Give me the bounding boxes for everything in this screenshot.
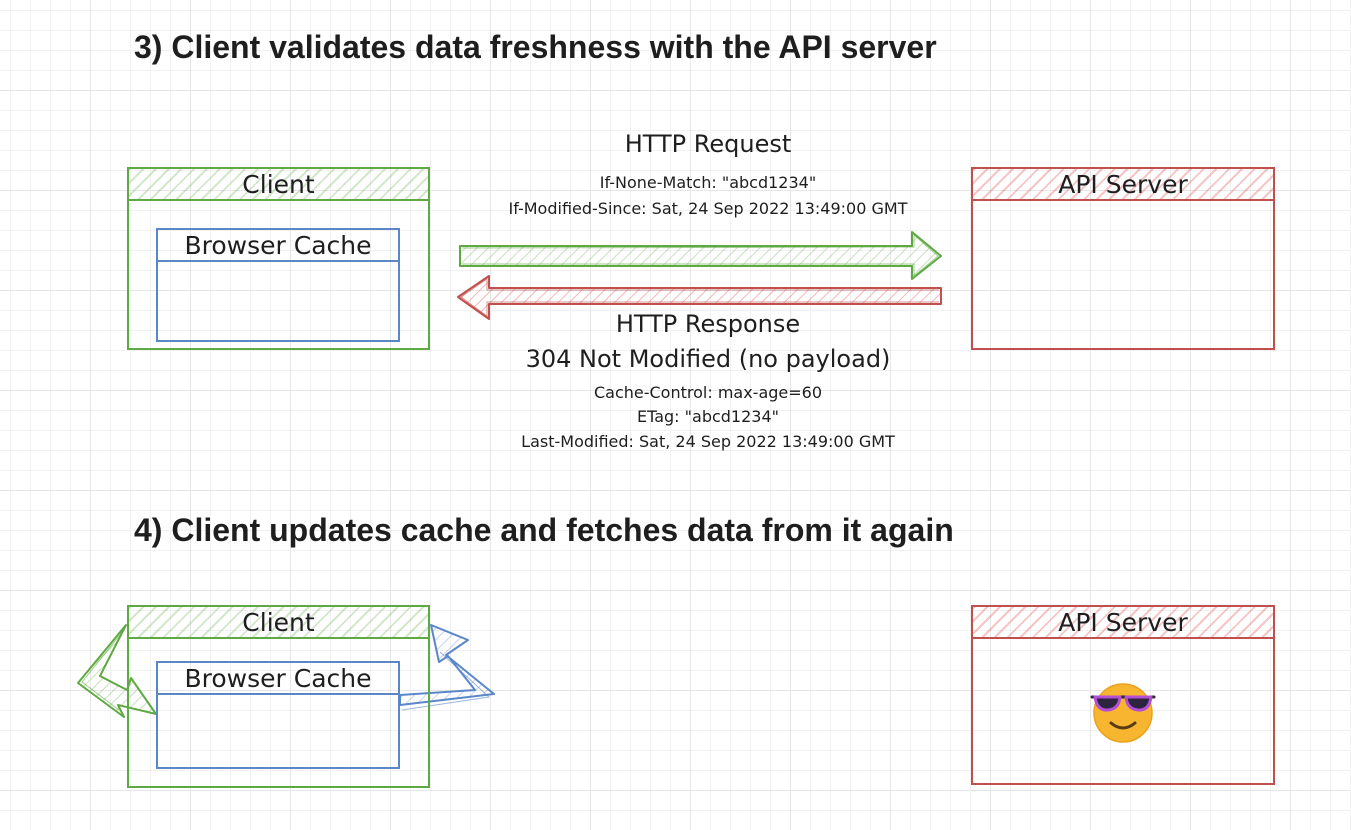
if-none-match-header: If-None-Match: "abcd1234" bbox=[599, 173, 817, 192]
response-arrow bbox=[457, 275, 942, 320]
api-server-box: API Server bbox=[971, 167, 1275, 350]
cache-update-arrow bbox=[399, 624, 495, 711]
api-server-title: API Server bbox=[973, 169, 1273, 201]
api-server-title: API Server bbox=[973, 607, 1273, 639]
sunglasses-face-icon bbox=[1090, 683, 1156, 743]
browser-cache-title: Browser Cache bbox=[158, 230, 398, 262]
http-response-title: HTTP Response bbox=[615, 310, 801, 338]
cache-control-header: Cache-Control: max-age=60 bbox=[593, 383, 823, 402]
api-server-box: API Server bbox=[971, 605, 1275, 785]
request-arrow bbox=[459, 231, 942, 280]
browser-cache-box: Browser Cache bbox=[156, 228, 400, 342]
response-status: 304 Not Modified (no payload) bbox=[525, 345, 891, 373]
client-title: Client bbox=[129, 607, 428, 639]
client-box: Client bbox=[127, 605, 430, 788]
client-box: Client bbox=[127, 167, 430, 350]
section-4-heading: 4) Client updates cache and fetches data… bbox=[134, 512, 954, 548]
etag-header: ETag: "abcd1234" bbox=[636, 407, 780, 426]
section-3-heading: 3) Client validates data freshness with … bbox=[134, 29, 937, 65]
browser-cache-title: Browser Cache bbox=[158, 663, 398, 695]
http-request-title: HTTP Request bbox=[624, 130, 792, 158]
client-title: Client bbox=[129, 169, 428, 201]
browser-cache-box: Browser Cache bbox=[156, 661, 400, 769]
if-modified-since-header: If-Modified-Since: Sat, 24 Sep 2022 13:4… bbox=[508, 199, 908, 218]
last-modified-header: Last-Modified: Sat, 24 Sep 2022 13:49:00… bbox=[521, 432, 895, 451]
